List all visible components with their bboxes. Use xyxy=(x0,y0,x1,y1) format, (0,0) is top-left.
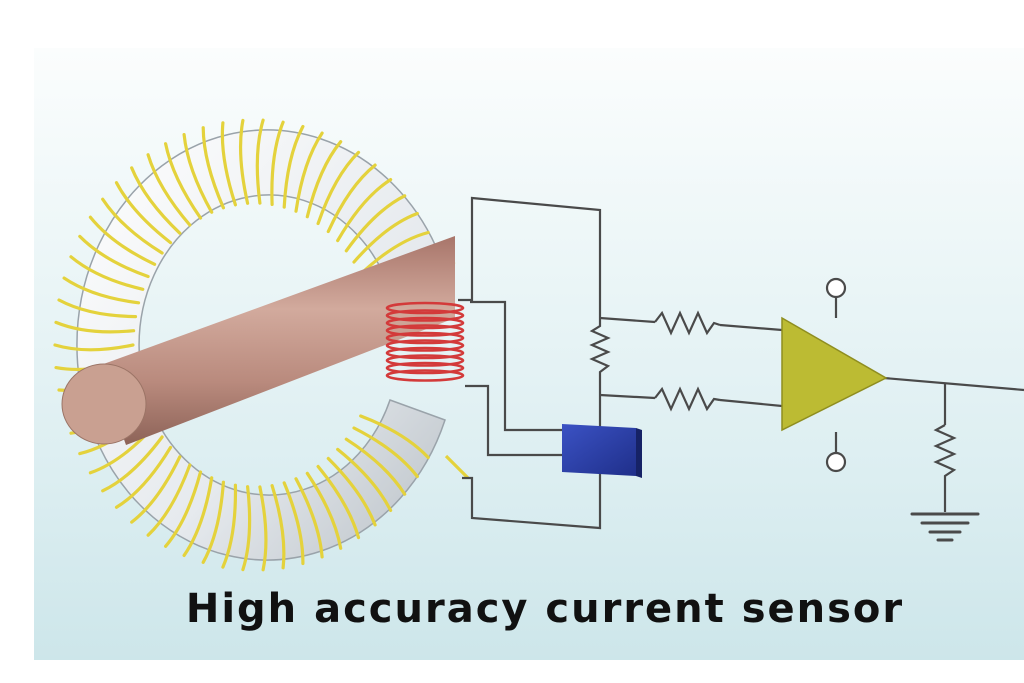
ground-icon xyxy=(910,512,980,542)
winding-loop xyxy=(344,194,407,253)
winding-loop xyxy=(305,140,343,219)
winding-loop xyxy=(326,456,377,527)
winding-loop xyxy=(221,483,238,569)
winding-loop xyxy=(255,118,265,205)
coil-turn xyxy=(385,316,465,330)
winding-loop xyxy=(282,481,305,566)
winding-loop xyxy=(57,298,138,319)
winding-loop xyxy=(238,118,250,205)
winding-loop xyxy=(241,485,252,572)
winding-loop xyxy=(182,133,214,214)
winding-loop xyxy=(88,215,157,266)
winding-loop xyxy=(344,437,407,496)
winding-lead xyxy=(444,454,470,480)
hall-sensor-coil xyxy=(385,301,465,382)
winding-loop xyxy=(164,470,203,548)
winding-loop xyxy=(336,447,393,512)
winding-loop xyxy=(101,435,164,493)
winding-loop xyxy=(294,477,324,559)
resistor-shunt xyxy=(589,320,611,395)
winding-loop xyxy=(146,153,192,227)
winding-loop xyxy=(270,120,285,206)
hall-sensor-block xyxy=(562,424,642,478)
resistor-output xyxy=(933,424,957,482)
winding-loop xyxy=(336,178,393,243)
winding-loop xyxy=(258,485,268,572)
winding-loop xyxy=(114,445,173,509)
winding-loop xyxy=(316,464,361,540)
winding-loop xyxy=(78,234,150,279)
coil-turn xyxy=(385,346,465,360)
circuit-wiring xyxy=(458,196,1024,530)
winding-loop xyxy=(54,320,136,334)
winding-loop xyxy=(130,455,182,524)
caption: High accuracy current sensor xyxy=(185,586,905,632)
coil-turn xyxy=(385,324,465,337)
winding-loop xyxy=(220,121,237,207)
winding-loop xyxy=(282,124,305,209)
winding-loop xyxy=(359,414,430,460)
amplifier-icon xyxy=(781,277,888,473)
toroid-winding xyxy=(53,118,470,572)
coil-turn xyxy=(385,361,465,375)
winding-loop xyxy=(69,255,145,291)
winding-loop xyxy=(294,131,324,213)
winding-loop xyxy=(62,276,141,305)
coil-turn xyxy=(385,331,465,345)
winding-loop xyxy=(352,211,419,264)
winding-loop xyxy=(352,426,419,479)
coil-turn xyxy=(385,309,465,322)
coil-turn xyxy=(385,339,465,352)
winding-loop xyxy=(326,163,377,234)
coil-turn xyxy=(385,369,465,382)
primary-conductor xyxy=(61,236,455,445)
winding-loop xyxy=(316,150,361,226)
resistor-bottom xyxy=(654,386,721,412)
winding-loop xyxy=(182,476,214,557)
winding-loop xyxy=(201,126,225,210)
winding-loop xyxy=(164,142,203,220)
winding-loop xyxy=(114,181,173,245)
resistor-top xyxy=(654,310,721,336)
winding-loop xyxy=(270,484,286,570)
winding-loop xyxy=(101,197,164,255)
winding-loop xyxy=(201,480,225,564)
coil-turn xyxy=(385,301,465,315)
coil-turn xyxy=(385,354,465,367)
winding-loop xyxy=(53,343,135,352)
winding-loop xyxy=(305,471,343,550)
winding-loop xyxy=(130,166,182,235)
winding-loop xyxy=(146,463,192,537)
